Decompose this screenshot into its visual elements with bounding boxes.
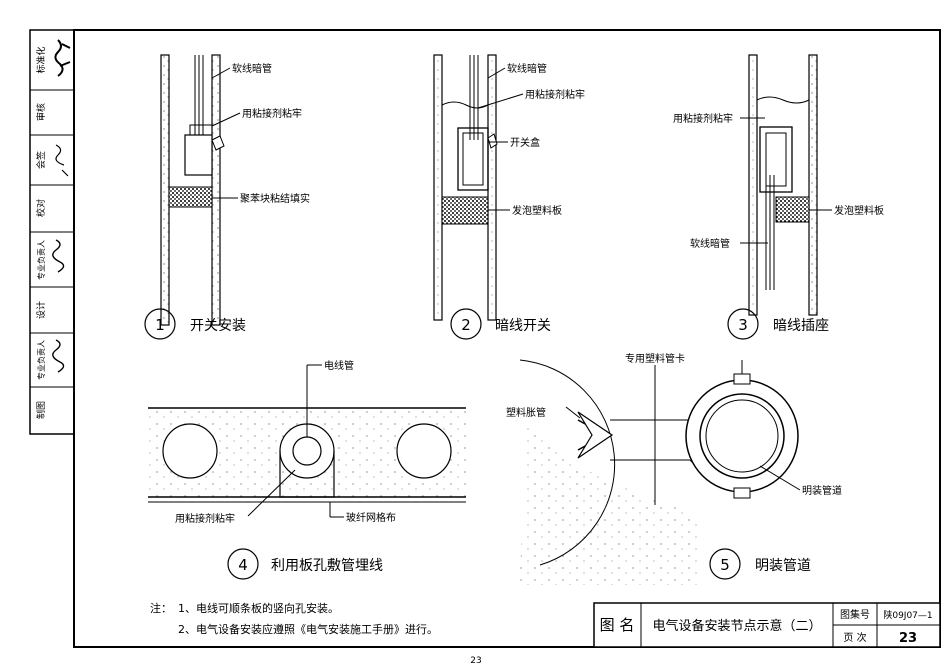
footer-page-number: 23 [470,656,481,666]
break-line [441,101,489,109]
wall-panel-right [487,54,497,321]
label-soft-conduit: 软线暗管 [690,237,730,250]
side-cell-4: 专业负责人 [36,240,46,280]
label-switch-box: 开关盒 [510,136,540,149]
switch-toggle [487,133,498,149]
side-cell-7: 制图 [35,401,47,419]
glue-joint [189,124,213,136]
detail-caption: 暗线开关 [495,318,551,334]
switch-box-inner [462,132,484,186]
label-conduit: 电线管 [324,359,354,372]
foam-board [775,196,810,223]
break-line [756,96,810,104]
title-block: 图 名 电气设备安装节点示意（二） 图集号 陕09J07—1 页 次 23 [593,602,941,648]
detail-number: 3 [738,316,748,334]
foam-board [441,196,489,225]
notes-lead: 注： [150,601,172,615]
detail-1-switch-install: 软线暗管 用粘接剂粘牢 聚苯块粘结填实 1 开关安装 [144,54,310,340]
detail-caption: 开关安装 [190,318,246,334]
clamp-bolt-top [733,373,751,385]
side-cell-2: 会签 [35,151,47,169]
side-cell-1: 审核 [35,103,47,121]
note-item: 1、电线可顺条板的竖向孔安装。 [178,601,339,615]
wall-panel-left [433,54,443,321]
title-name-label: 图 名 [600,616,635,634]
surface-pipe-inner [705,399,779,473]
label-foam-board: 发泡塑料板 [834,204,884,217]
wall-panel-left [160,54,170,326]
signature-mark [52,239,65,273]
label-foam-board: 发泡塑料板 [512,204,562,217]
detail-5-surface-pipe: 专用塑料管卡 塑料胀管 明装管道 5 明装管道 [506,352,842,585]
slab-hole [162,423,218,479]
wall-panel-left [748,54,758,316]
detail-caption: 利用板孔敷管埋线 [271,558,383,574]
socket-box-inner [765,132,787,187]
detail-marker [727,308,759,340]
wall-panel-right [808,54,818,316]
atlas-label: 图集号 [840,608,870,621]
label-mesh-cloth: 玻纤网格布 [346,511,396,524]
notes: 注： 1、电线可顺条板的竖向孔安装。 2、电气设备安装应遵照《电气安装施工手册》… [150,601,438,636]
plastic-anchor-head [577,411,614,459]
wall-panel-right [211,54,221,326]
signature-mark [55,144,69,177]
detail-caption: 明装管道 [755,558,811,574]
switch-box [457,127,489,191]
detail-marker [144,308,176,340]
detail-marker [450,308,482,340]
label-anchor: 塑料胀管 [506,406,546,419]
detail-4-hollow-slab-wiring: 电线管 用粘接剂粘牢 玻纤网格布 4 利用板孔敷管埋线 [148,359,466,580]
side-cell-3: 校对 [35,199,47,217]
detail-number: 4 [238,556,248,574]
switch-toggle [211,135,225,151]
label-soft-conduit: 软线暗管 [232,62,272,75]
surface-pipe [699,393,785,479]
label-polystyrene: 聚苯块粘结填实 [240,192,310,205]
page-label: 页 次 [843,631,866,644]
switch-box [184,134,213,176]
side-cell-0: 标准化 [35,46,47,73]
page-number: 23 [899,631,917,646]
drawing-title: 电气设备安装节点示意（二） [652,618,821,634]
note-item: 2、电气设备安装应遵照《电气安装施工手册》进行。 [178,622,438,636]
wall-section [520,410,700,585]
detail-2-concealed-switch: 软线暗管 用粘接剂粘牢 开关盒 发泡塑料板 2 暗线开关 [433,54,585,340]
polystyrene-fill [168,186,213,208]
label-glue: 用粘接剂粘牢 [525,88,585,101]
detail-marker [227,548,259,580]
detail-number: 5 [720,556,730,574]
detail-caption: 暗线插座 [773,318,829,334]
signature-mark [52,339,65,373]
label-glue: 用粘接剂粘牢 [242,107,302,120]
atlas-number: 陕09J07—1 [883,609,932,621]
signature-mark [54,39,71,77]
label-surface-pipe: 明装管道 [802,484,842,497]
side-cell-5: 设计 [35,301,47,319]
socket-box [759,126,793,193]
side-cell-6: 专业负责人 [36,340,46,380]
label-pipe-clip: 专用塑料管卡 [625,352,685,365]
signature-column: 标准化 审核 会签 校对 专业负责人 设计 专业负责人 制图 [29,29,75,435]
glue-block [279,451,335,498]
electrical-conduit [292,436,322,466]
label-glue: 用粘接剂粘牢 [175,512,235,525]
label-glue: 用粘接剂粘牢 [673,112,733,125]
detail-number: 1 [155,316,165,334]
label-soft-conduit: 软线暗管 [507,62,547,75]
detail-number: 2 [461,316,471,334]
clamp-bolt-bottom [733,487,751,499]
detail-marker [709,548,741,580]
detail-3-concealed-socket: 用粘接剂粘牢 发泡塑料板 软线暗管 3 暗线插座 [673,54,884,340]
slab-hole [396,423,452,479]
